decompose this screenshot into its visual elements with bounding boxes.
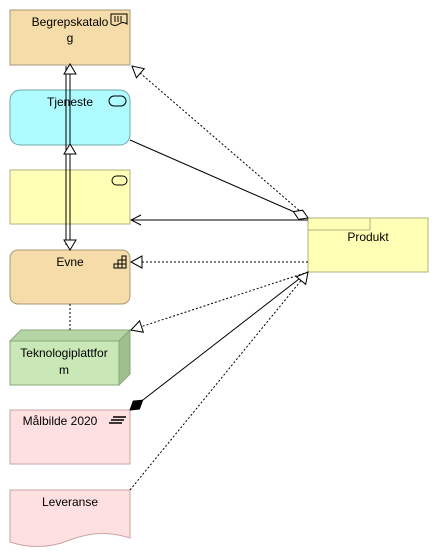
- element-leveranse[interactable]: Leveranse: [9, 489, 131, 547]
- relation-produkt-tjeneste[interactable]: [129, 139, 309, 220]
- capability-icon: [113, 255, 127, 269]
- product-icon: [308, 218, 371, 231]
- service-icon: [108, 95, 127, 107]
- representation-icon: [110, 13, 128, 26]
- triangle-arrowhead: [63, 143, 77, 155]
- begrepskatalog-label-line1: Begrepskatalo: [32, 15, 109, 29]
- relation-produkt-teknologiplattform[interactable]: [130, 271, 309, 333]
- evne-label: Evne: [56, 255, 84, 269]
- element-evne[interactable]: Evne: [9, 249, 131, 305]
- teknologiplattform-label-line2: m: [59, 363, 69, 377]
- plateau-icon: [109, 416, 126, 424]
- element-begrepskatalog[interactable]: Begrepskatalo g: [9, 9, 131, 66]
- relation-malbilde-produkt[interactable]: [129, 271, 309, 411]
- produkt-label: Produkt: [347, 230, 389, 244]
- element-produkt[interactable]: Produkt: [307, 217, 429, 273]
- malbilde-label: Målbilde 2020: [23, 414, 98, 428]
- relation-leveranse-produkt[interactable]: [129, 271, 309, 491]
- triangle-arrowhead: [63, 63, 77, 75]
- element-teknologiplattform[interactable]: Teknologiplattfor m: [8, 328, 132, 387]
- service-icon: [111, 175, 128, 186]
- teknologiplattform-label-line1: Teknologiplattfor: [20, 346, 107, 360]
- element-malbilde-2020[interactable]: Målbilde 2020: [9, 409, 131, 465]
- begrepskatalog-label-line2: g: [67, 31, 74, 45]
- triangle-arrowhead: [63, 239, 77, 251]
- relation-produkt-begrepskatalog[interactable]: [131, 65, 309, 219]
- leveranse-label: Leveranse: [42, 495, 98, 509]
